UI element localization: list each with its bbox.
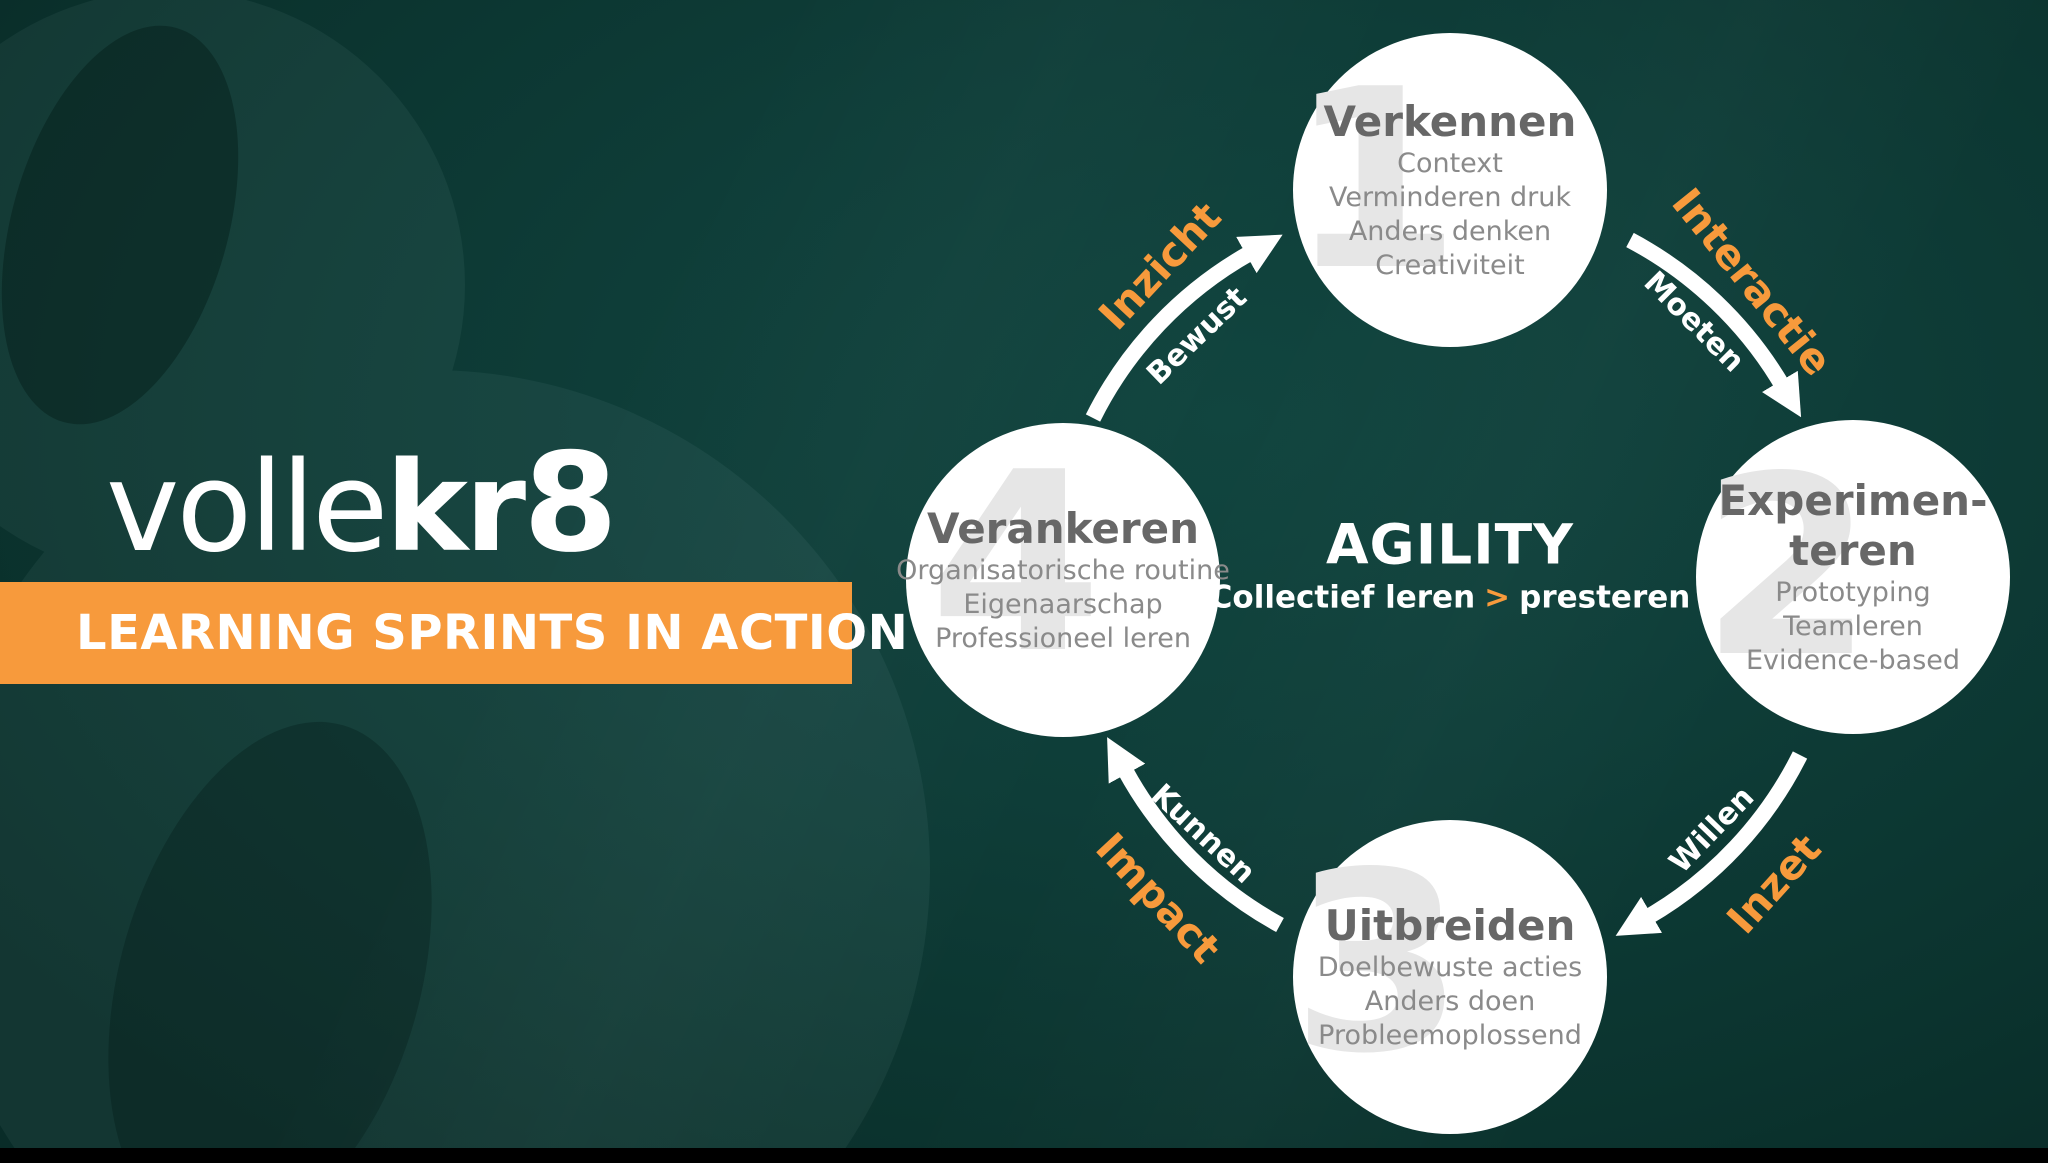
arc-label-willen: Willen: [1662, 779, 1762, 881]
stage-item: Prototyping: [1775, 576, 1931, 608]
stage-number-watermark: 4: [929, 420, 1103, 709]
stage-item: Eigenaarschap: [963, 588, 1163, 620]
stage-circle-uitbreiden: 3 Uitbreiden Doelbewuste acties Anders d…: [1291, 820, 1607, 1134]
agility-title: AGILITY: [1325, 512, 1575, 577]
stage-circle-experimenteren: 2 Experimen- teren Prototyping Teamleren…: [1696, 420, 2010, 734]
subtitle-after: presteren: [1519, 579, 1691, 616]
logo-text-regular: volle: [106, 436, 388, 580]
stage-item: Organisatorische routine: [896, 554, 1230, 586]
stage-content: Uitbreiden Doelbewuste acties Anders doe…: [1318, 901, 1582, 1053]
stage-number-watermark: 3: [1291, 820, 1465, 1109]
stage-title-line2: teren: [1789, 525, 1917, 575]
background-eight-watermark: [0, 0, 930, 1163]
stage-item: Context: [1397, 147, 1503, 179]
stage-number-watermark: 1: [1288, 36, 1461, 325]
stage-item: Anders doen: [1364, 985, 1536, 1017]
stage-title: Experimen-: [1718, 476, 1988, 526]
stage-item: Professioneel leren: [935, 622, 1191, 654]
stage-circle-verankeren: 4 Verankeren Organisatorische routine Ei…: [896, 420, 1230, 737]
tagline-banner-label: LEARNING SPRINTS IN ACTION: [76, 605, 909, 661]
stage-circle-verkennen: 1 Verkennen Context Verminderen druk And…: [1288, 33, 1607, 347]
stage-content: Verankeren Organisatorische routine Eige…: [896, 504, 1230, 656]
cycle-center-text: AGILITY Collectief leren>presteren: [1210, 512, 1691, 616]
arc-label-interactie: Interactie: [1662, 179, 1842, 385]
stage-item: Verminderen druk: [1328, 181, 1572, 213]
watermark-bottom-leaf: [108, 721, 432, 1163]
bottom-black-bar: [0, 1148, 2048, 1163]
stage-content: Verkennen Context Verminderen druk Ander…: [1324, 97, 1577, 283]
stage-title: Uitbreiden: [1324, 901, 1576, 951]
stage-item: Teamleren: [1783, 610, 1923, 642]
greater-than-symbol: >: [1484, 579, 1511, 616]
subtitle-before: Collectief leren: [1209, 579, 1476, 616]
stage-item: Doelbewuste acties: [1317, 951, 1583, 983]
brand-logo: vollekr8: [106, 435, 618, 572]
stage-content: Experimen- teren Prototyping Teamleren E…: [1718, 476, 1987, 677]
logo-text-bold: kr: [385, 436, 526, 580]
stage-title: Verankeren: [926, 504, 1200, 554]
logo-eight-glyph: 8: [523, 424, 618, 583]
stage-item: Anders denken: [1348, 215, 1552, 247]
stage-title: Verkennen: [1323, 97, 1577, 147]
arc-label-inzet: Inzet: [1717, 824, 1831, 944]
stage-item: Evidence-based: [1745, 644, 1961, 676]
watermark-loops: [0, 0, 930, 1163]
stage-number-watermark: 2: [1700, 423, 1874, 712]
agility-subtitle: Collectief leren>presteren: [1210, 579, 1691, 615]
watermark-top-leaf: [1, 25, 239, 425]
tagline-banner: LEARNING SPRINTS IN ACTION: [0, 582, 908, 684]
stage-item: Creativiteit: [1375, 249, 1525, 281]
stage-item: Probleemoplossend: [1318, 1019, 1582, 1051]
